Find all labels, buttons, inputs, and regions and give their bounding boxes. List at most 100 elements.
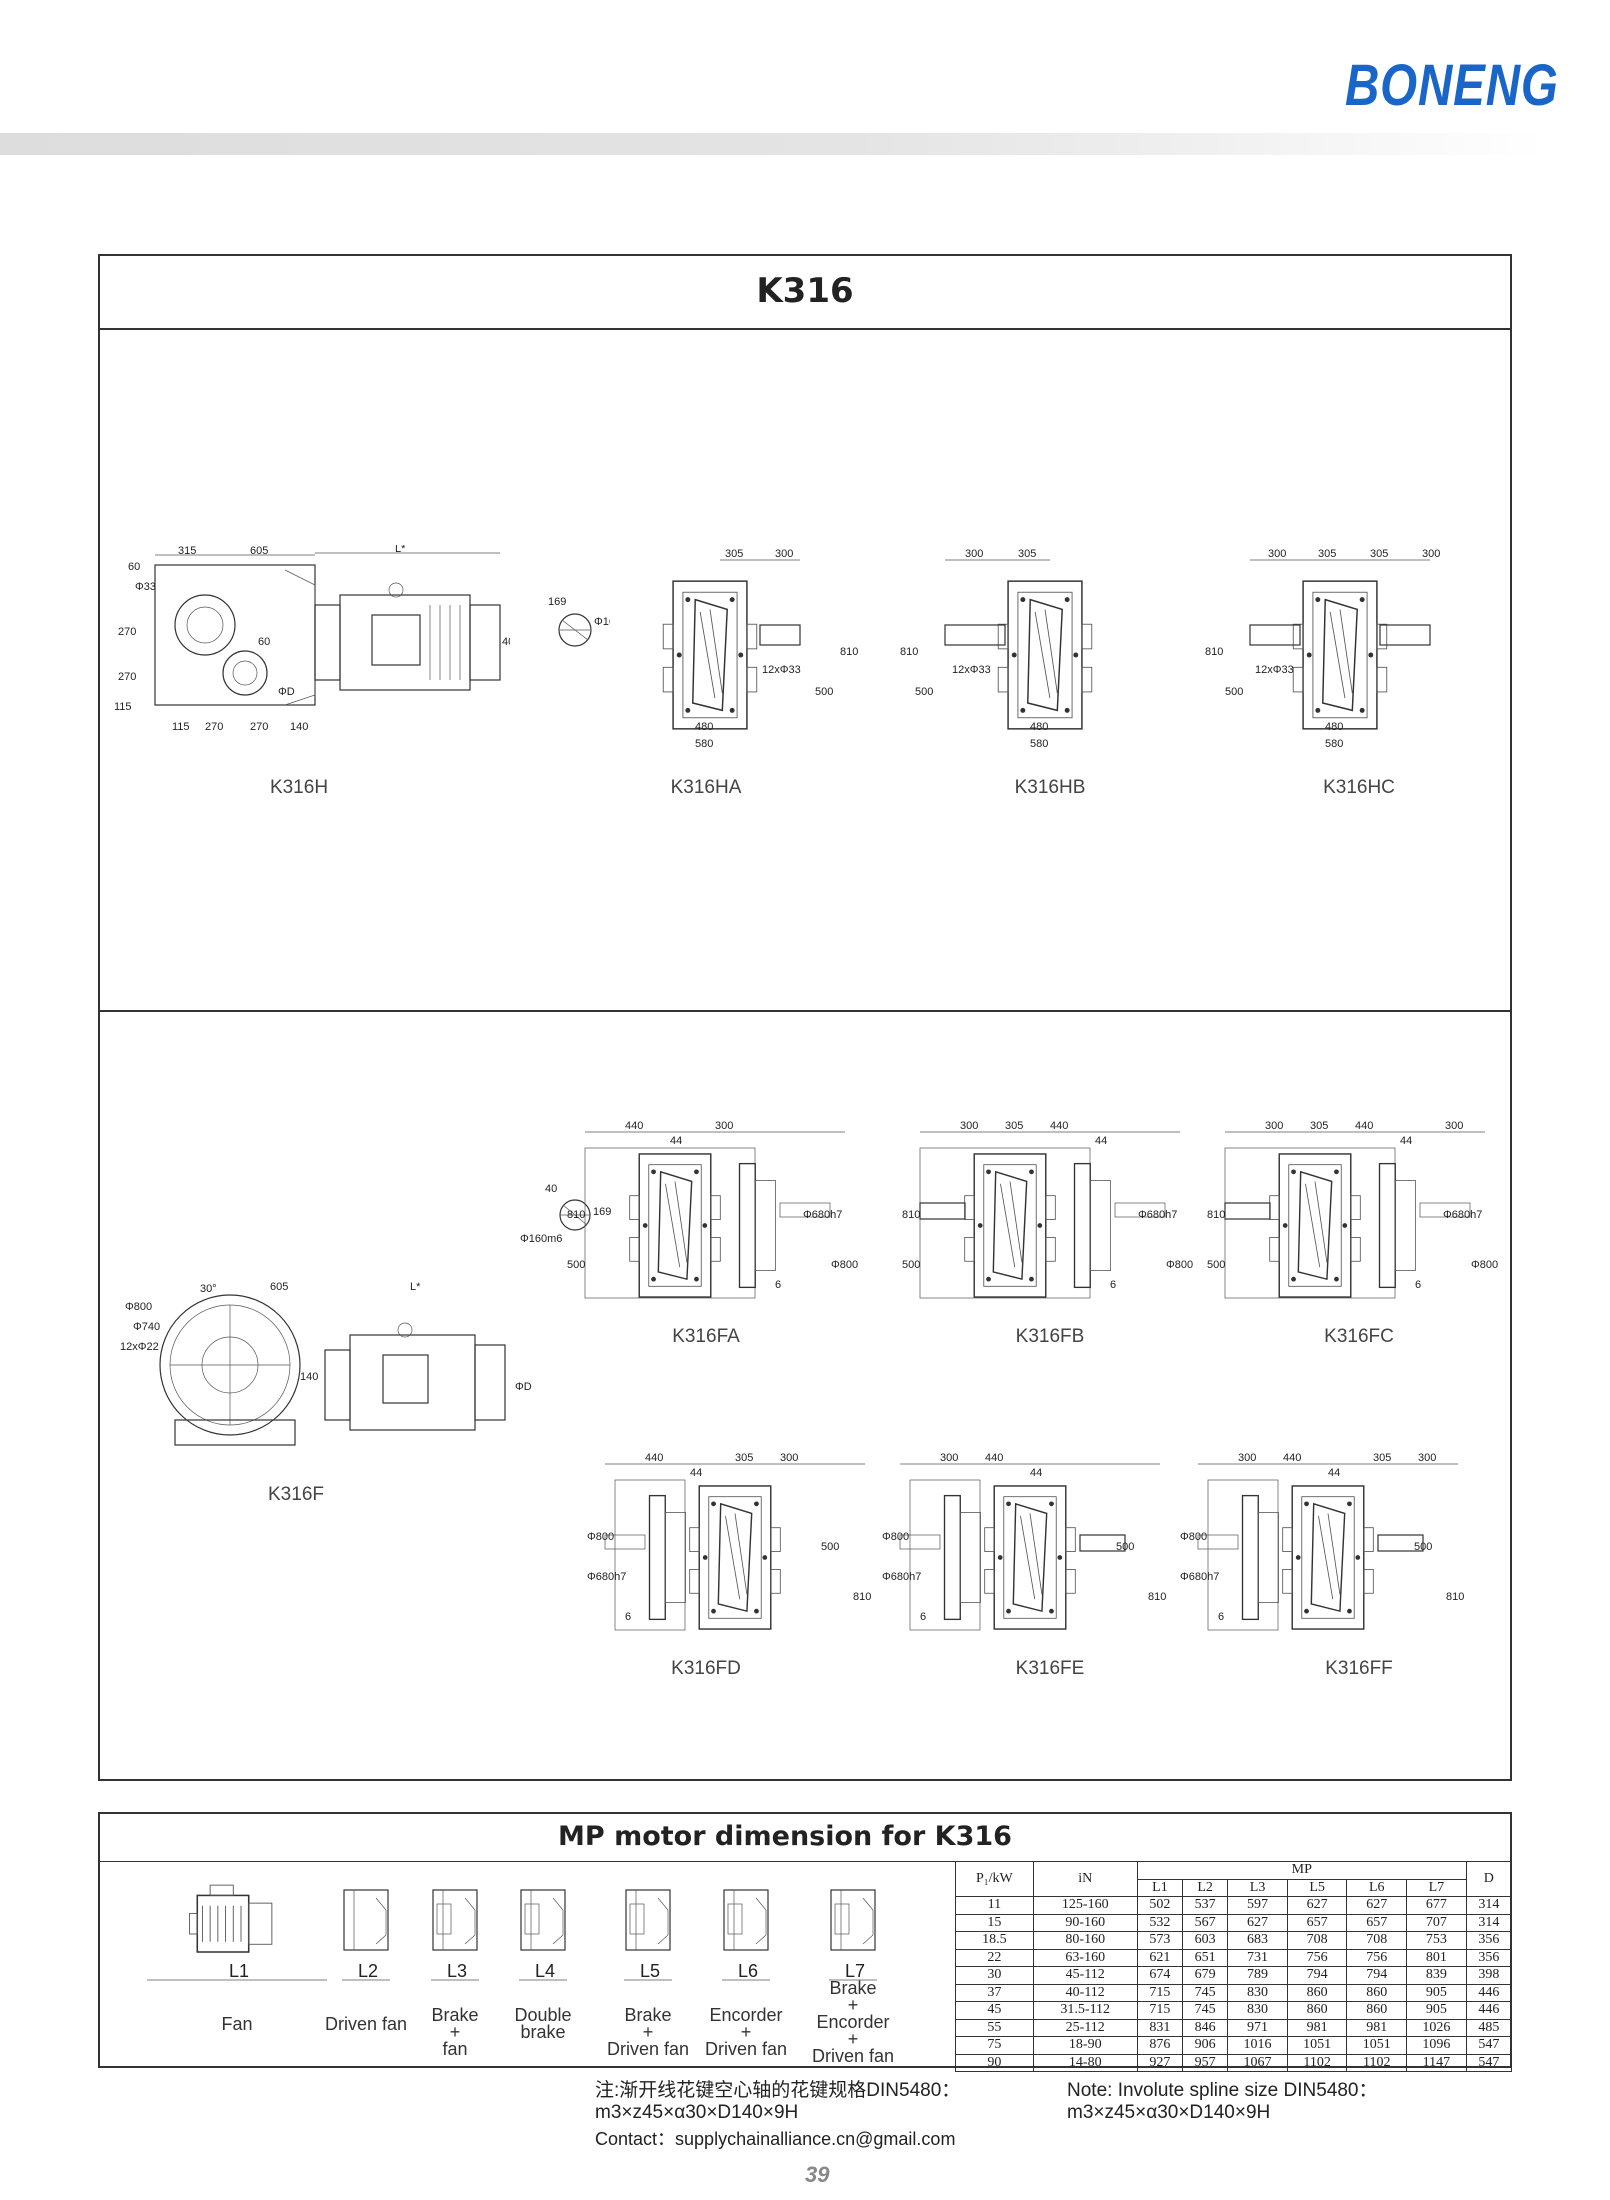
table-cell: 1067 [1227,2053,1288,2072]
dimension-label: 810 [1446,1591,1464,1603]
table-cell: 745 [1182,1983,1229,2002]
table-cell: 125-160 [1032,1896,1138,1915]
dimension-label: 270 [205,721,223,733]
dimension-label: 6 [1110,1279,1116,1291]
table-cell: 794 [1286,1966,1348,1985]
motor-dim-label: L6 [738,1961,758,1981]
dimension-label: 115 [114,701,132,713]
table-cell: 905 [1406,1983,1467,2002]
dimension-label: 300 [1422,548,1440,560]
motor-type-label: Brake+Encorder+Driven fan [811,1978,895,2066]
header-l6: L6 [1346,1878,1408,1897]
view-label-k316fb: K316FB [1015,1326,1085,1347]
table-cell: 794 [1346,1966,1408,1985]
motor-icon-l5: L5 [624,1889,672,1981]
dimension-label: 44 [1328,1467,1340,1479]
table-cell: 11 [955,1896,1034,1915]
header-l3: L3 [1227,1878,1288,1897]
dimension-label: 44 [1400,1135,1412,1147]
section-divider [98,1010,1512,1012]
table-cell: 971 [1227,2018,1288,2037]
dimension-label: 300 [780,1452,798,1464]
dimension-label: 440 [985,1452,1003,1464]
dimension-label: 300 [1268,548,1286,560]
view-label-k316fa: K316FA [672,1326,740,1347]
dimension-label: 480 [1325,721,1343,733]
table-cell: 683 [1227,1931,1288,1950]
table-cell: 55 [955,2018,1034,2037]
dimension-label: 115 [172,721,190,733]
motor-icon-l6: L6 [722,1889,770,1981]
table-cell: 567 [1182,1913,1229,1932]
dimension-label: 440 [645,1452,663,1464]
dimension-label: 440 [1283,1452,1301,1464]
table-cell: 14-80 [1032,2053,1138,2072]
dimension-label: 810 [840,646,858,658]
dimension-label: 300 [1265,1120,1283,1132]
view-label-k316fd: K316FD [671,1658,741,1679]
motor-icon-l2: L2 [342,1889,390,1981]
dimension-label: 305 [1310,1120,1328,1132]
table-cell: 860 [1346,2001,1408,2020]
motor-icon-l7: L7 [829,1889,877,1981]
table-cell: 801 [1406,1948,1467,1967]
table-cell: 603 [1182,1931,1229,1950]
table-cell: 839 [1406,1966,1467,1985]
dimension-label: 305 [735,1452,753,1464]
header-l5: L5 [1286,1878,1348,1897]
dimension-label: 6 [1218,1611,1224,1623]
dimension-label: 44 [690,1467,702,1479]
table-cell: 40-112 [1032,1983,1138,2002]
motor-dim-label: L5 [640,1961,660,1981]
motor-type-label: Brake+fan [431,2005,479,2059]
dimension-label: 810 [1148,1591,1166,1603]
dimension-label: 480 [695,721,713,733]
view-label-k316ha: K316HA [670,777,742,798]
table-cell: 957 [1182,2053,1229,2072]
dimension-label: 12xΦ33 [1255,664,1294,676]
table-cell: 745 [1182,2001,1229,2020]
view-label-k316f: K316F [268,1484,324,1505]
table-cell: 90 [955,2053,1034,2072]
motor-dim-label: L7 [845,1961,865,1981]
table-cell: 1096 [1406,2036,1467,2055]
dimension-label: 315 [178,545,196,557]
header-d: D [1465,1861,1513,1897]
table-cell: 715 [1136,2001,1184,2020]
drawing-frame [98,254,1512,1781]
table-cell: 25-112 [1032,2018,1138,2037]
dimension-label: 300 [715,1120,733,1132]
table-cell: 707 [1406,1913,1467,1932]
table-cell: 398 [1465,1966,1513,1985]
motor-type-label: Fan [221,2014,253,2034]
table-cell: 314 [1465,1896,1513,1915]
dimension-label: 480 [1030,721,1048,733]
dimension-label: Φ680h7 [1443,1209,1482,1221]
table-cell: 708 [1286,1931,1348,1950]
table-cell: 627 [1346,1896,1408,1915]
table-cell: 708 [1346,1931,1408,1950]
dimension-label: 500 [567,1259,585,1271]
dimension-label: Φ160m6 [594,616,610,628]
dimension-label: 500 [902,1259,920,1271]
table-cell: 876 [1136,2036,1184,2055]
dimension-label: 305 [1018,548,1036,560]
table-cell: 621 [1136,1948,1184,1967]
table-cell: 446 [1465,2001,1513,2020]
header-mp: MP [1136,1861,1467,1880]
dimension-label: 140 [290,721,308,733]
header-l7: L7 [1406,1878,1467,1897]
dimension-label: L* [410,1281,421,1293]
dimension-label: 810 [567,1209,585,1221]
motor-type-label: Encorder+Driven fan [704,2005,788,2059]
dimension-label: 12xΦ33 [952,664,991,676]
note-english: Note: Involute spline size DIN5480：m3×z4… [1067,2080,1378,2123]
